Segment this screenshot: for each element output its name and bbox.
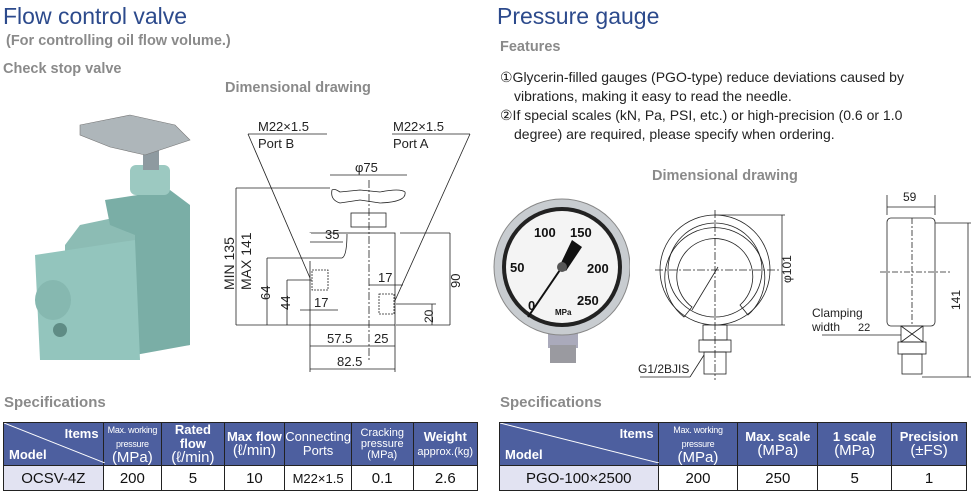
- subtitle: (For controlling oil flow volume.): [6, 33, 231, 49]
- gauge-photo: 0 50 100 150 200 250 MPa: [493, 198, 630, 363]
- header-precision: Precision(±FS): [891, 422, 967, 466]
- svg-text:50: 50: [510, 260, 524, 275]
- header-max-scale: Max. scale(MPa): [737, 422, 819, 466]
- svg-text:57.5: 57.5: [327, 331, 352, 346]
- specs-title-right: Specifications: [500, 394, 602, 411]
- svg-text:φ75: φ75: [355, 160, 378, 175]
- svg-text:200: 200: [587, 261, 609, 276]
- svg-text:250: 250: [577, 293, 599, 308]
- feature-list: ①Glycerin-filled gauges (PGO-type) reduc…: [500, 68, 904, 144]
- svg-text:150: 150: [570, 225, 592, 240]
- features-title: Features: [500, 39, 561, 55]
- svg-text:59: 59: [903, 190, 917, 204]
- cell-model: PGO-100×2500: [499, 465, 659, 491]
- specs-title-left: Specifications: [4, 394, 106, 411]
- svg-text:M22×1.5: M22×1.5: [393, 119, 444, 134]
- svg-text:25: 25: [374, 331, 388, 346]
- svg-text:MAX 141: MAX 141: [238, 232, 254, 290]
- cell-model: OCSV-4Z: [3, 465, 104, 491]
- svg-text:Clamping: Clamping: [812, 306, 863, 320]
- feature-item: ②If special scales (kN, Pa, PSI, etc.) o…: [500, 107, 903, 123]
- cell: 5: [817, 465, 893, 491]
- svg-text:Port B: Port B: [258, 136, 294, 151]
- header-cracking-pressure: Cracking pressure(MPa): [350, 422, 414, 466]
- cell: 1: [891, 465, 967, 491]
- valve-dimensional-drawing: M22×1.5 Port B M22×1.5 Port A φ75 35 MIN…: [221, 119, 471, 372]
- svg-text:22: 22: [858, 322, 870, 334]
- svg-text:Port A: Port A: [393, 136, 429, 151]
- svg-text:141: 141: [949, 290, 963, 310]
- drawing-title: Dimensional drawing: [225, 80, 371, 96]
- table-row: PGO-100×2500 200 250 5 1: [499, 465, 967, 491]
- table-row: OCSV-4Z 200 5 10 M22×1.5 0.1 2.6: [3, 465, 478, 491]
- svg-text:MIN 135: MIN 135: [221, 237, 237, 290]
- cell: 250: [737, 465, 819, 491]
- svg-text:width: width: [811, 320, 840, 334]
- feature-item: ①Glycerin-filled gauges (PGO-type) reduc…: [500, 69, 904, 85]
- svg-text:0: 0: [528, 298, 535, 313]
- feature-item: vibrations, making it easy to read the n…: [514, 88, 792, 104]
- header-one-scale: 1 scale(MPa): [817, 422, 893, 466]
- page-title-flow-control-valve: Flow control valve: [3, 3, 188, 29]
- svg-text:35: 35: [325, 227, 339, 242]
- svg-text:20: 20: [422, 309, 436, 323]
- svg-text:φ101: φ101: [780, 255, 794, 283]
- svg-text:M22×1.5: M22×1.5: [258, 119, 309, 134]
- gauge-front-drawing: φ101 G1/2BJIS: [638, 210, 794, 380]
- svg-text:G1/2BJIS: G1/2BJIS: [638, 362, 689, 376]
- valve-photo: [35, 114, 191, 360]
- cell: 0.1: [350, 465, 414, 491]
- cell: 200: [102, 465, 163, 491]
- product-label: Check stop valve: [3, 61, 122, 77]
- header-max-flow: Max flow(ℓ/min): [223, 422, 286, 466]
- svg-text:17: 17: [378, 270, 392, 285]
- feature-item: degree) are required, please specify whe…: [514, 126, 835, 142]
- cell: 200: [657, 465, 739, 491]
- cell: M22×1.5: [284, 465, 352, 491]
- cell: 2.6: [412, 465, 478, 491]
- drawing-title: Dimensional drawing: [652, 168, 798, 184]
- svg-text:90: 90: [448, 274, 463, 288]
- svg-text:17: 17: [314, 295, 328, 310]
- svg-text:82.5: 82.5: [337, 354, 362, 369]
- cell: 5: [161, 465, 225, 491]
- header-max-pressure: Max. working pressure(MPa): [657, 422, 739, 466]
- svg-text:44: 44: [278, 296, 293, 310]
- gauge-side-drawing: 59 141 Clamping width 22: [811, 190, 971, 378]
- header-rated-flow: Rated flow(ℓ/min): [161, 422, 225, 466]
- svg-text:MPa: MPa: [555, 308, 572, 317]
- page-title-pressure-gauge: Pressure gauge: [497, 3, 660, 29]
- svg-text:64: 64: [258, 286, 273, 300]
- header-max-pressure: Max. working pressure(MPa): [102, 422, 163, 466]
- svg-text:100: 100: [534, 225, 556, 240]
- cell: 10: [223, 465, 286, 491]
